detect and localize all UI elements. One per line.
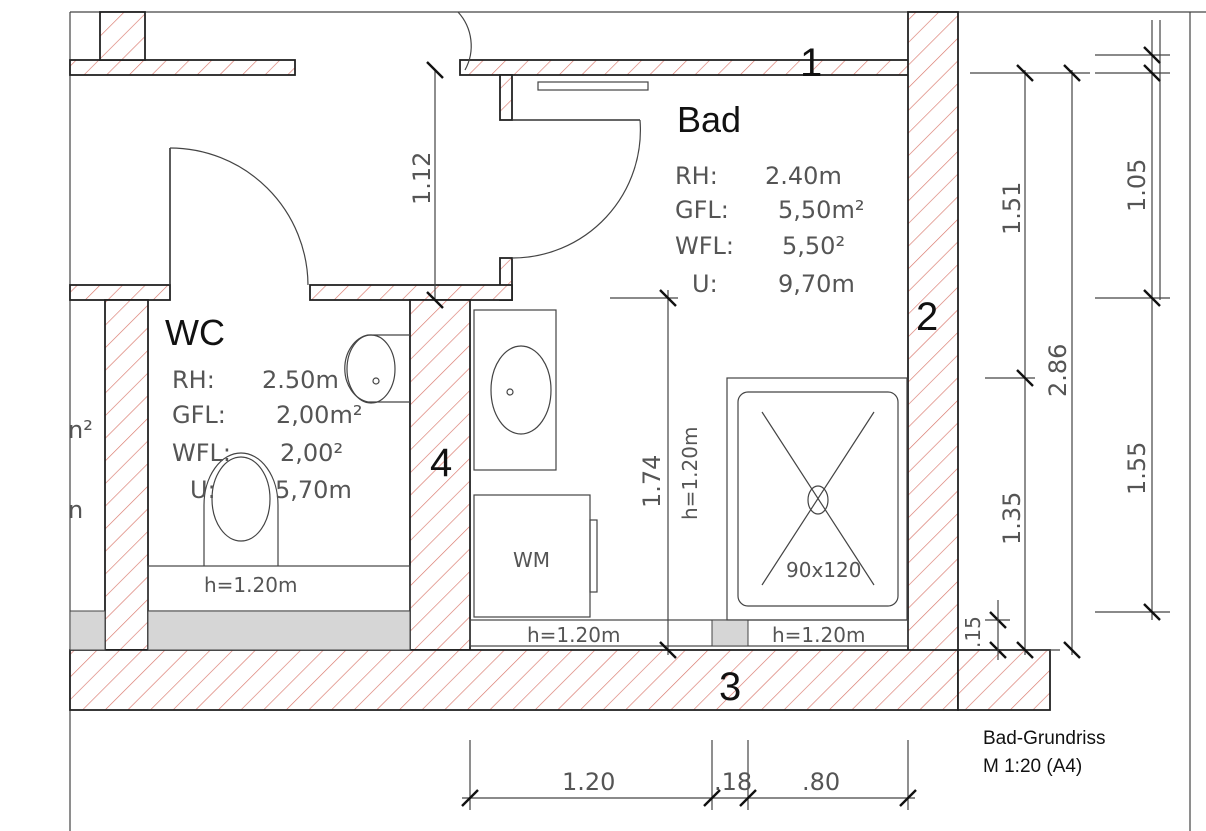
left-room-unit: n² (68, 416, 93, 444)
bad-ledge-left-label: h=1.20m (527, 623, 620, 647)
walls (69, 11, 1051, 711)
toilet-icon (203, 452, 279, 566)
bad-wfl-value: 5,50² (782, 232, 845, 260)
dimension-labels: 1.12 1.74 1.51 2.86 1.35 .15 1.05 1.55 1… (408, 152, 1151, 796)
bad-fixtures (469, 309, 909, 647)
wc-ledge-label: h=1.20m (204, 573, 297, 597)
bad-gfl-label: GFL: (675, 196, 729, 224)
room-name-bad: Bad (677, 99, 741, 140)
wc-rh-label: RH: (172, 366, 215, 394)
wall-number-3: 3 (719, 665, 741, 709)
bad-gfl-value: 5,50m² (778, 196, 864, 224)
bad-rh-value: 2.40m (765, 162, 842, 190)
wc-gfl-value: 2,00m² (276, 401, 362, 429)
wc-u-value: 5,70m (275, 476, 352, 504)
wall-height-label: h=1.20m (678, 427, 702, 520)
bad-u-label: U: (692, 270, 718, 298)
wc-gfl-label: GFL: (172, 401, 226, 429)
dim-155: 1.55 (1123, 442, 1151, 495)
dim-105: 1.05 (1123, 159, 1151, 212)
wall-number-1: 1 (800, 41, 822, 85)
dim-bottom-120: 1.20 (562, 768, 615, 796)
wm-label: WM (513, 548, 550, 572)
wc-fixtures (69, 334, 411, 651)
title-block: Bad-Grundriss M 1:20 (A4) (983, 728, 1106, 777)
wc-u-label: U: (190, 476, 216, 504)
wall-numbers: 1 2 3 4 (430, 41, 938, 709)
shower-label: 90x120 (786, 558, 861, 582)
dim-286: 2.86 (1044, 344, 1072, 397)
sink-icon (473, 309, 557, 471)
drawing-title: Bad-Grundriss (983, 728, 1106, 749)
wall-number-2: 2 (916, 295, 938, 339)
wc-wfl-value: 2,00² (280, 439, 343, 467)
fixture-labels: WM 90x120 h=1.20m h=1.20m h=1.20m h=1.20… (204, 427, 865, 647)
wc-room-data: RH: 2.50m GFL: 2,00m² WFL: 2,00² U: 5,70… (68, 366, 362, 524)
dim-bottom-080: .80 (802, 768, 840, 796)
doors (169, 11, 649, 286)
bad-ledge-right-label: h=1.20m (772, 623, 865, 647)
dim-135: 1.35 (998, 492, 1026, 545)
dim-151: 1.51 (998, 182, 1026, 235)
bad-u-value: 9,70m (778, 270, 855, 298)
drawing-scale: M 1:20 (A4) (983, 756, 1082, 777)
wc-rh-value: 2.50m (262, 366, 339, 394)
wc-wfl-label: WFL: (172, 439, 231, 467)
bad-room-data: RH: 2.40m GFL: 5,50m² WFL: 5,50² U: 9,70… (675, 162, 864, 298)
dim-015: .15 (961, 616, 985, 648)
dim-bottom-018: .18 (714, 768, 752, 796)
shower-tray-icon (726, 377, 908, 621)
bad-rh-label: RH: (675, 162, 718, 190)
dim-bad-depth: 1.74 (638, 455, 666, 508)
wall-number-4: 4 (430, 441, 452, 485)
dim-door-height: 1.12 (408, 152, 436, 205)
dimension-lines (426, 20, 1170, 810)
room-name-wc: WC (165, 312, 225, 353)
left-room-unit-2: n (68, 496, 83, 524)
bad-wfl-label: WFL: (675, 232, 734, 260)
